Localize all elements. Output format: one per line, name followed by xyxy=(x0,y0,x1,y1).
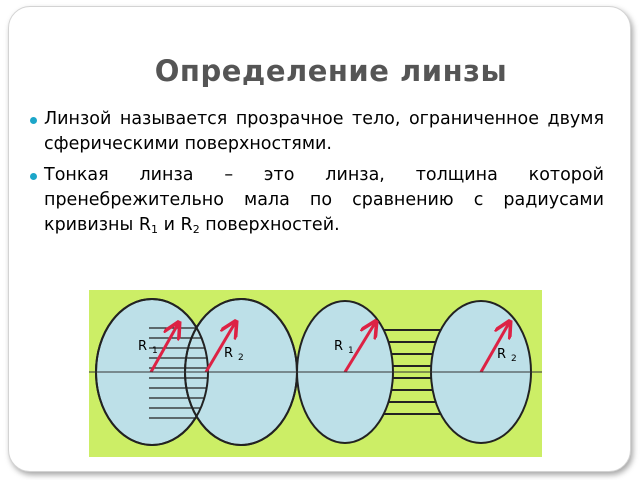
subscript: 2 xyxy=(192,223,200,236)
concave-lens-hatching xyxy=(379,329,447,415)
bullet-item-lens-definition: Линзой называется прозрачное тело, огран… xyxy=(30,107,604,157)
bullet-text: Тонкая линза – это линза, толщина которо… xyxy=(44,165,604,235)
bullet-item-thin-lens: Тонкая линза – это линза, толщина которо… xyxy=(30,163,604,242)
radius-r1-arrow xyxy=(343,323,375,373)
bullet-text: Линзой называется прозрачное тело, огран… xyxy=(44,109,604,154)
radius-r2-arrow xyxy=(204,323,235,373)
subscript: 1 xyxy=(151,223,159,236)
radius-r2-arrow xyxy=(479,323,509,373)
bullet-list: Линзой называется прозрачное тело, огран… xyxy=(30,107,604,248)
bullet-dot-icon xyxy=(30,173,37,180)
bullet-text: поверхностей. xyxy=(199,215,340,235)
bullet-dot-icon xyxy=(30,117,37,124)
radius-r1-arrow xyxy=(149,324,178,373)
bullet-text: и R xyxy=(158,215,193,235)
slide-title: Определение линзы xyxy=(154,54,508,88)
